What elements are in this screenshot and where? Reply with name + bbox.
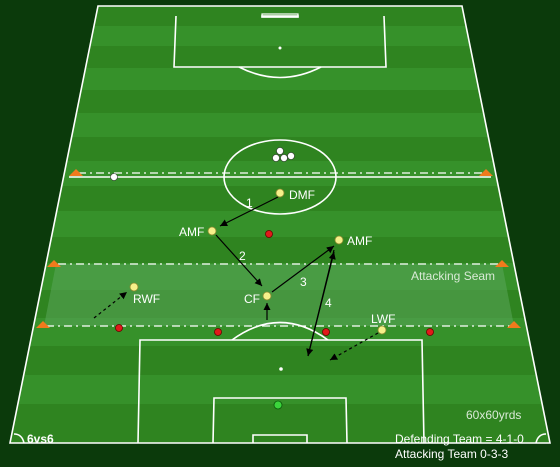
defender-marker: [322, 328, 330, 336]
player-label-rwf: RWF: [133, 292, 161, 306]
defender-marker: [214, 328, 222, 336]
balls: [110, 147, 295, 181]
step-number-2: 2: [239, 249, 246, 263]
attacking-seam-label: Attacking Seam: [411, 269, 496, 283]
step-number-3: 3: [300, 275, 307, 289]
player-label-lwf: LWF: [371, 312, 396, 326]
player-label-amf-left: AMF: [179, 225, 205, 239]
step-number-4: 4: [325, 296, 332, 310]
attacker-marker-cf: [262, 291, 272, 301]
cone: [47, 260, 61, 267]
defender-marker: [426, 328, 434, 336]
attacker-marker-amf-right: [334, 235, 344, 245]
attacker-marker-lwf: [377, 325, 387, 335]
attacking-team-label: Attacking Team 0-3-3: [395, 447, 509, 461]
attacker-marker-dmf: [275, 188, 285, 198]
goalkeeper-marker: [273, 400, 283, 410]
defender-marker: [115, 324, 123, 332]
cone: [36, 321, 50, 328]
format-label: 6vs6: [27, 432, 54, 446]
attacker-marker-rwf: [129, 282, 139, 292]
cone: [507, 321, 521, 328]
player-label-amf-right: AMF: [347, 234, 373, 248]
cone: [479, 169, 493, 176]
movement-arrows: [215, 196, 336, 357]
field-size-label: 60x60yrds: [466, 408, 522, 422]
ball: [110, 173, 118, 181]
zone-lines: [46, 172, 514, 327]
attackers: [129, 188, 387, 335]
attacking-seam-zone: [44, 264, 514, 326]
attacker-marker-amf-left: [207, 226, 217, 236]
grass-stripes: [10, 6, 550, 443]
field-surface: [10, 6, 550, 443]
defenders: [115, 230, 434, 336]
pass-arrow-3: [271, 245, 335, 293]
ball: [276, 147, 284, 155]
player-label-cf: CF: [244, 292, 260, 306]
rwf-run-arrow: [93, 291, 128, 319]
ball: [280, 154, 288, 162]
cone: [69, 169, 83, 176]
ball: [272, 154, 280, 162]
defender-marker: [265, 230, 273, 238]
step-number-1: 1: [246, 196, 253, 210]
pass-arrow-2: [215, 234, 263, 287]
pitch-markings: [9, 5, 551, 444]
cone: [495, 260, 509, 267]
pass-arrow-1: [219, 196, 279, 227]
cones: [36, 169, 521, 328]
ball: [287, 152, 295, 160]
defending-team-label: Defending Team = 4-1-0: [395, 432, 524, 446]
player-label-dmf: DMF: [289, 188, 315, 202]
